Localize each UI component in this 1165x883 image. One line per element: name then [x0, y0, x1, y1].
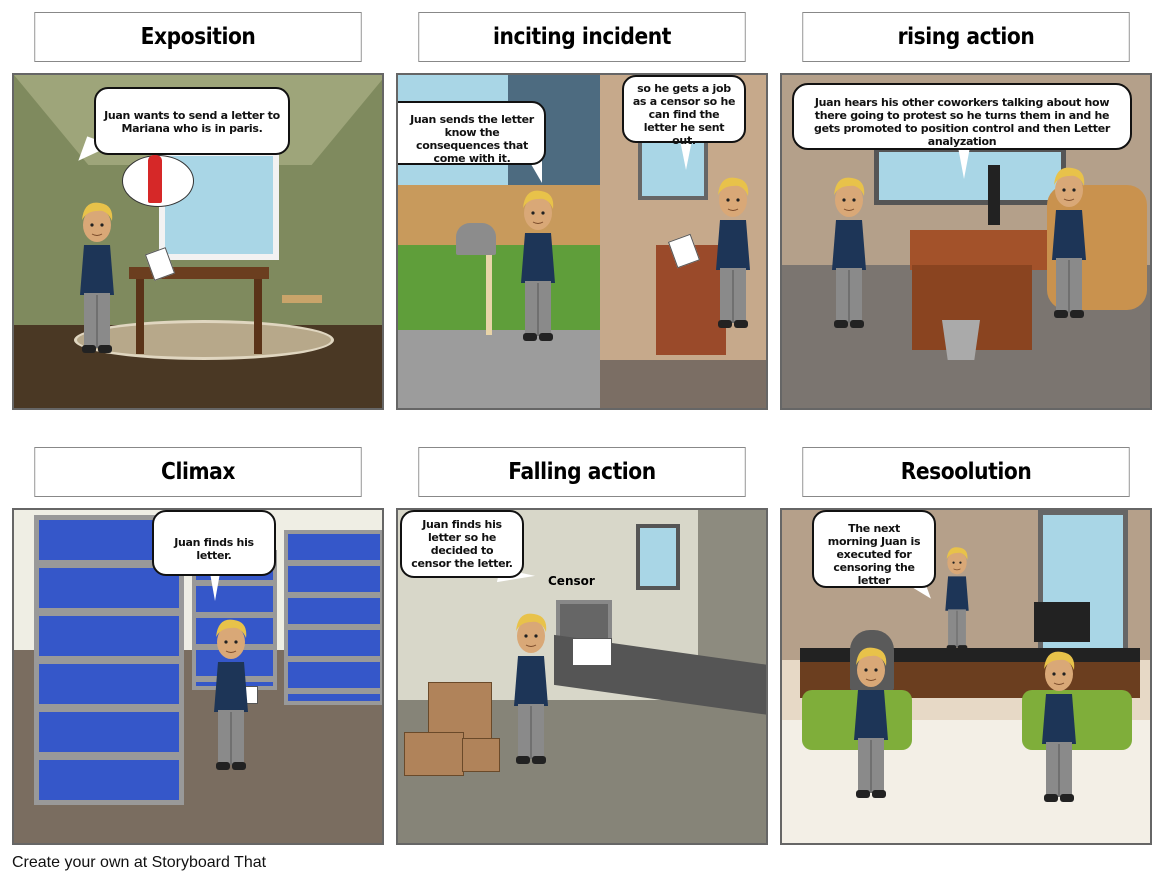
shelf-unit [284, 530, 382, 705]
speech-bubble: Juan finds his letter so he decided to c… [400, 510, 524, 578]
panel-falling-action: Censor Juan finds his letter so he decid… [396, 508, 768, 845]
table-leg [136, 279, 144, 354]
sidewalk [398, 330, 600, 408]
cardboard-box [462, 738, 500, 772]
bubble-tail [958, 147, 970, 179]
speech-bubble: Juan sends the letter know the consequen… [398, 101, 546, 165]
juan-character [506, 596, 556, 776]
office-floor [600, 360, 766, 408]
rug [74, 320, 334, 360]
official-character [1034, 644, 1084, 804]
window [636, 524, 680, 590]
mariana-figure [148, 155, 162, 203]
juan-character [708, 170, 758, 330]
letter-icon [572, 638, 612, 666]
footer-credit[interactable]: Create your own at Storyboard That [12, 854, 267, 871]
speech-bubble: so he gets a job as a censor so he can f… [622, 75, 746, 147]
juan-character [206, 602, 256, 782]
chair [282, 295, 322, 303]
bubble-tail [528, 159, 542, 183]
panel-climax: Juan finds his letter. [12, 508, 384, 845]
panel-title-falling-action: Falling action [418, 447, 746, 497]
chair [1022, 690, 1132, 750]
fence [398, 185, 600, 255]
table-leg [254, 279, 262, 354]
panel-exposition: Juan wants to send a letter to Mariana w… [12, 73, 384, 410]
lawn [398, 245, 600, 335]
panel-title-climax: Climax [34, 447, 362, 497]
juan-character [824, 170, 874, 330]
computer-monitor [988, 165, 1000, 225]
speech-bubble: The next morning Juan is executed for ce… [812, 510, 936, 588]
censor-sign: Censor [548, 574, 595, 588]
juan-character [932, 542, 982, 652]
cardboard-box [404, 732, 464, 776]
panel-title-rising-action: rising action [802, 12, 1130, 62]
speech-bubble: Juan finds his letter. [152, 510, 276, 576]
panel-title-resolution: Resoolution [802, 447, 1130, 497]
panel-inciting-incident: Juan sends the letter know the consequen… [396, 73, 768, 410]
panel-rising-action: Juan hears his other coworkers talking a… [780, 73, 1152, 410]
computer-monitor [1034, 602, 1090, 642]
mailbox-post [486, 255, 492, 335]
mailbox [456, 223, 496, 255]
bubble-tail [680, 140, 692, 170]
panel-title-inciting-incident: inciting incident [418, 12, 746, 62]
juan-character [72, 195, 122, 355]
window [874, 147, 1066, 205]
panel-resolution: The next morning Juan is executed for ce… [780, 508, 1152, 845]
juan-character [513, 183, 563, 343]
juan-character [846, 640, 896, 800]
speech-bubble: Juan wants to send a letter to Mariana w… [94, 87, 290, 155]
bubble-tail [210, 573, 220, 601]
speech-bubble: Juan hears his other coworkers talking a… [792, 83, 1132, 150]
coworker-character [1044, 160, 1094, 320]
panel-title-exposition: Exposition [34, 12, 362, 62]
desk [910, 230, 1050, 270]
trash-can [942, 320, 980, 360]
